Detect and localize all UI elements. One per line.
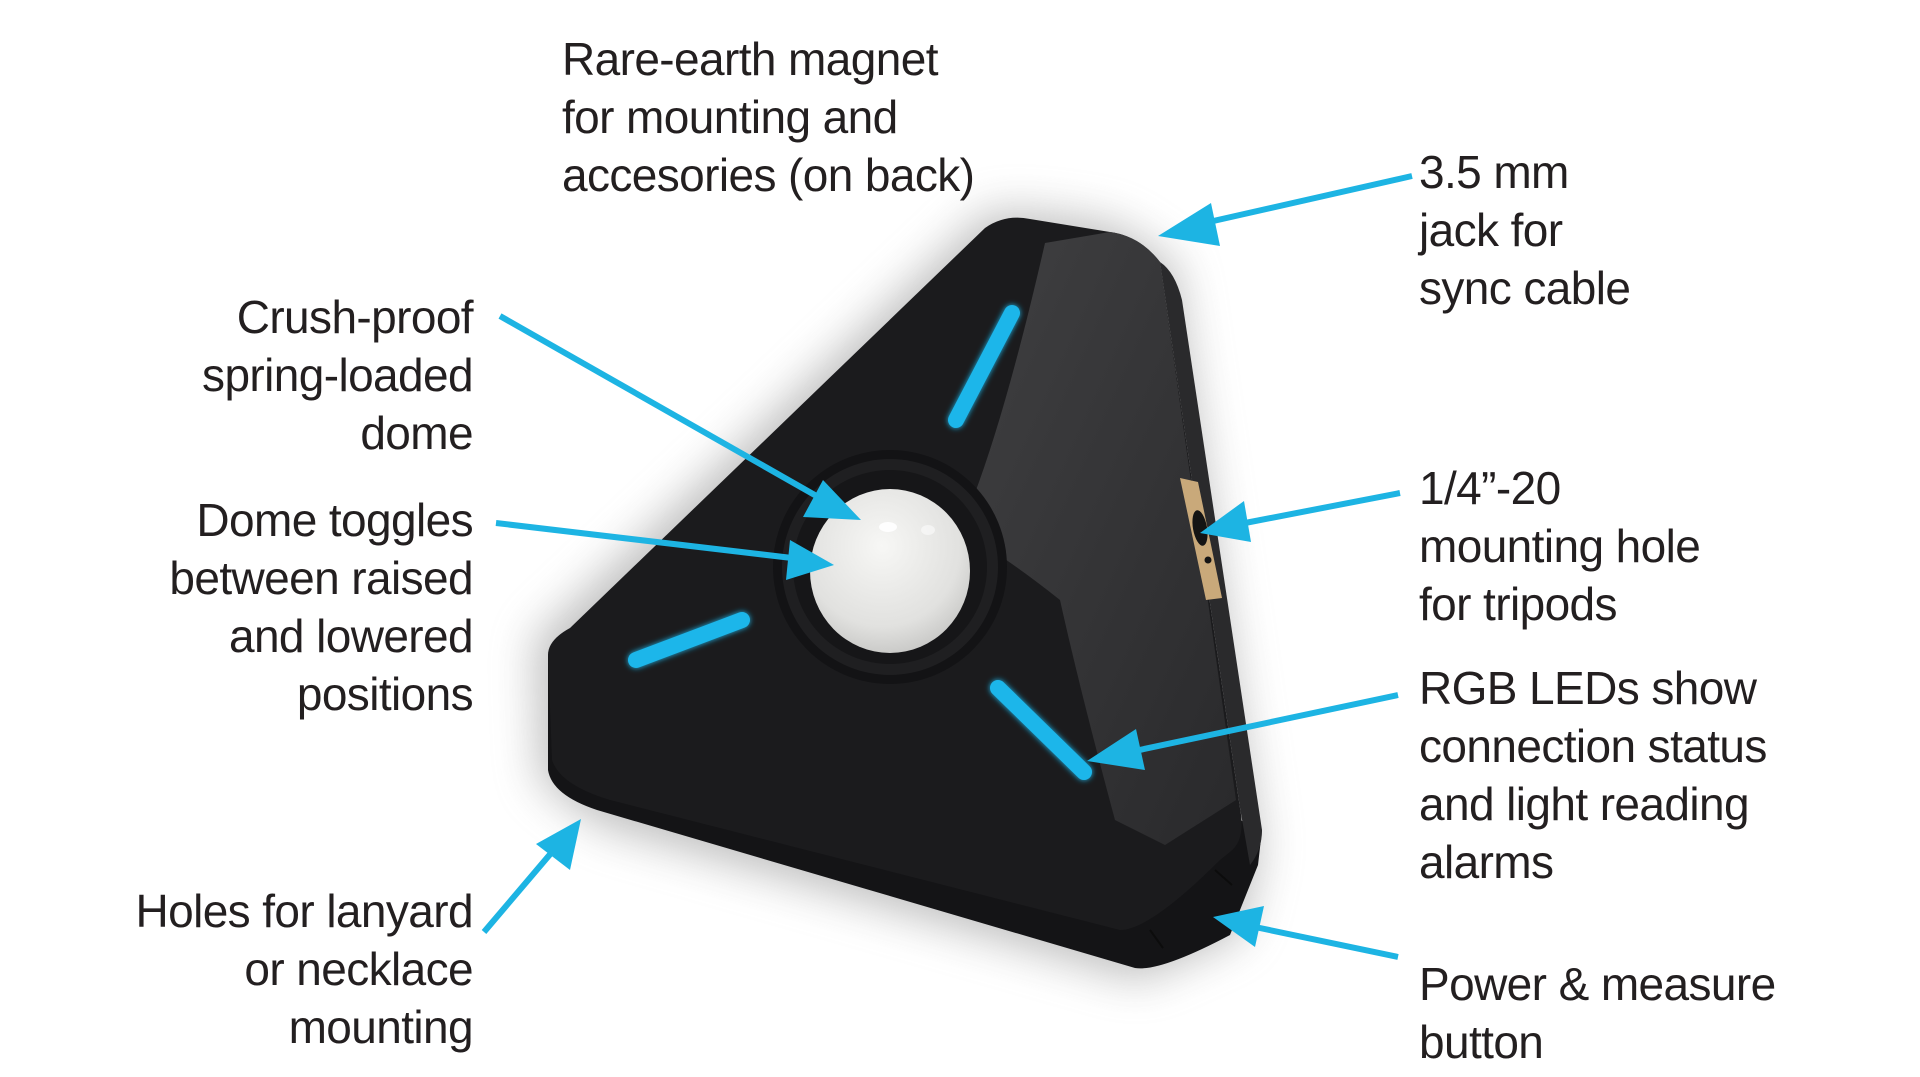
rgb-led-bars (628, 305, 1092, 780)
callout-tripod-hole: 1/4”-20 mounting hole for tripods (1419, 459, 1701, 633)
callout-magnet: Rare-earth magnet for mounting and acces… (562, 30, 975, 204)
arrow-dome-toggle-icon (495, 520, 834, 580)
callout-dome-toggle: Dome toggles between raised and lowered … (169, 491, 473, 723)
arrow-rgb-leds-icon (1087, 692, 1399, 770)
light-meter-device (548, 217, 1262, 969)
callout-line: dome (360, 407, 473, 459)
callout-sync-jack: 3.5 mm jack for sync cable (1419, 143, 1631, 317)
arrow-tripod-hole-icon (1200, 490, 1401, 542)
callout-dome: Crush-proof spring-loaded dome (202, 288, 474, 462)
callout-line: and lowered (228, 610, 474, 662)
callout-line: RGB LEDs show (1419, 662, 1757, 714)
callout-line: positions (296, 668, 474, 720)
callout-line: and light reading (1419, 778, 1750, 830)
callout-line: jack for (1419, 204, 1563, 256)
power-button-seam (1149, 869, 1233, 949)
led-bar-left (628, 612, 750, 668)
arrow-sync-jack-icon (1158, 173, 1413, 246)
callout-line: Power & measure (1419, 958, 1776, 1010)
tripod-mount-plate (1180, 478, 1222, 600)
callout-line: Crush-proof (236, 291, 474, 343)
callout-line: Dome toggles (196, 494, 473, 546)
callout-power-button: Power & measure button (1419, 955, 1776, 1071)
callout-line: alarms (1419, 836, 1554, 888)
callout-line: connection status (1419, 720, 1767, 772)
callout-line: Rare-earth magnet (562, 33, 938, 85)
led-bar-top (948, 305, 1020, 428)
device-right-facet (960, 232, 1236, 845)
callout-lanyard: Holes for lanyard or necklace mounting (135, 882, 473, 1056)
callout-line: sync cable (1419, 262, 1631, 314)
callout-line: 1/4”-20 (1419, 462, 1561, 514)
callout-arrows (481, 173, 1413, 960)
arrow-lanyard-icon (481, 819, 581, 934)
led-bar-bottom-right (990, 680, 1092, 780)
callout-line: for mounting and (562, 91, 898, 143)
callout-line: accesories (on back) (562, 149, 975, 201)
callout-line: or necklace (244, 943, 473, 995)
callout-rgb-leds: RGB LEDs show connection status and ligh… (1419, 659, 1767, 891)
arrow-power-button-icon (1213, 906, 1399, 960)
callout-line: button (1419, 1016, 1544, 1068)
callout-line: for tripods (1419, 578, 1618, 630)
callout-line: Holes for lanyard (135, 885, 473, 937)
callout-line: 3.5 mm (1419, 146, 1569, 198)
callout-line: between raised (169, 552, 473, 604)
callout-line: mounting hole (1419, 520, 1701, 572)
arrow-dome-icon (498, 313, 861, 520)
callout-line: mounting (288, 1001, 474, 1053)
callout-line: spring-loaded (202, 349, 474, 401)
